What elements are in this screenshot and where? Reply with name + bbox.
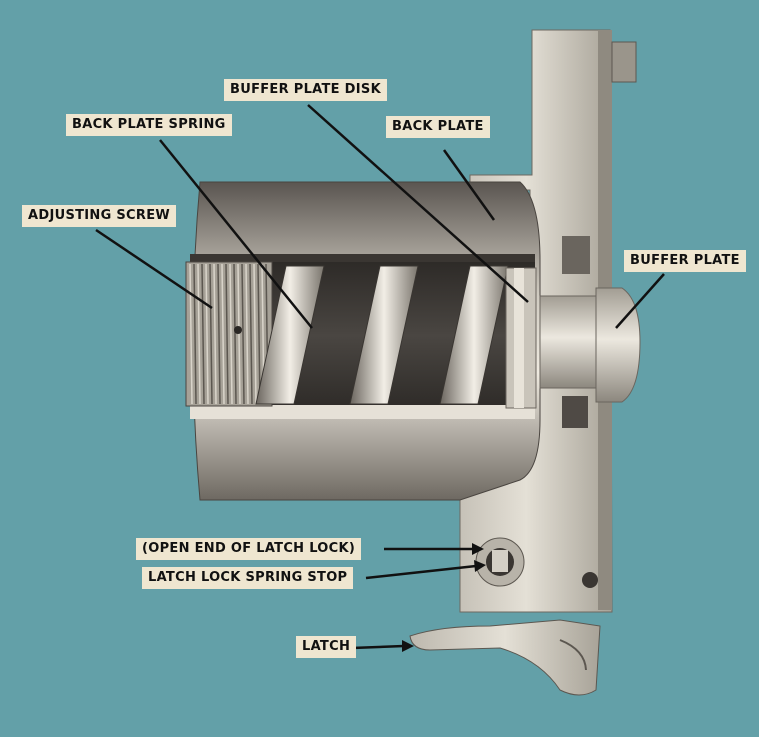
label-buffer-plate: BUFFER PLATE	[624, 250, 746, 272]
label-back-plate: BACK PLATE	[386, 116, 490, 138]
thread-line	[217, 263, 221, 405]
leader-latch	[351, 644, 405, 650]
thread-line	[189, 263, 193, 405]
label-open-end-latch-lock: (OPEN END OF LATCH LOCK)	[136, 538, 362, 560]
label-back-plate-spring: BACK PLATE SPRING	[66, 114, 232, 136]
latch-shape	[409, 619, 601, 696]
label-buffer-plate-disk: BUFFER PLATE DISK	[224, 79, 387, 101]
leader-back-plate-spring	[159, 139, 313, 329]
spring-coil	[255, 265, 325, 405]
thread-line	[193, 263, 197, 405]
spring-coil	[349, 265, 419, 405]
thread-line	[241, 263, 245, 405]
thread-line	[201, 263, 205, 405]
arrowhead-latch	[402, 640, 414, 652]
latch-lock-shape	[475, 537, 598, 588]
thread-line	[221, 263, 225, 405]
adjusting-screw-shape	[185, 261, 273, 407]
thread-line	[205, 263, 209, 405]
arrowhead-open-end	[472, 543, 484, 555]
leader-lines	[95, 104, 665, 650]
leader-buffer-plate-disk	[307, 104, 529, 303]
label-latch-lock-spring-stop: LATCH LOCK SPRING STOP	[142, 567, 354, 589]
thread-line	[209, 263, 213, 405]
thread-line	[257, 263, 261, 405]
thread-line	[233, 263, 237, 405]
thread-line	[229, 263, 233, 405]
leader-buffer-plate	[615, 273, 665, 329]
leader-adjusting-screw	[95, 228, 213, 310]
thread-line	[237, 263, 241, 405]
back-plate-spring-shape	[255, 265, 509, 405]
thread-line	[197, 263, 201, 405]
thread-line	[249, 263, 253, 405]
thread-line	[245, 263, 249, 405]
thread-line	[225, 263, 229, 405]
buffer-plate-shape	[539, 287, 641, 403]
thread-line	[213, 263, 217, 405]
arrowhead-spring-stop	[474, 560, 486, 572]
label-latch: LATCH	[296, 636, 357, 658]
buffer-plate-disk-shape	[505, 267, 537, 409]
leader-arrowheads	[402, 543, 486, 652]
label-adjusting-screw: ADJUSTING SCREW	[22, 205, 177, 227]
thread-line	[253, 263, 257, 405]
spring-coil	[439, 265, 509, 405]
leader-back-plate	[442, 149, 496, 221]
leader-latch-lock-spring-stop	[365, 564, 477, 580]
